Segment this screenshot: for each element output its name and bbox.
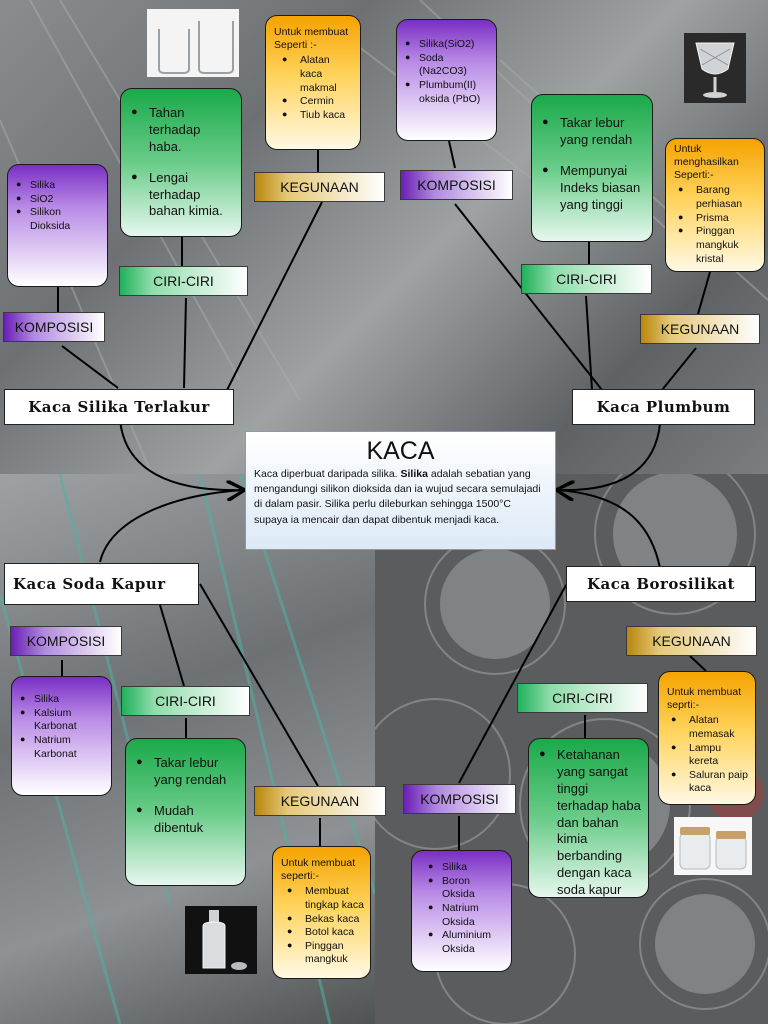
list-item: Cermin [282,95,354,109]
list-item: Tiub kaca [282,109,354,123]
box-kegunaan-borosilikat: Untuk membuat seprti:- Alatan memasak La… [658,671,756,805]
box-ciri-borosilikat: Ketahanan yang sangat tinggi terhadap ha… [528,738,649,898]
list-item: Plumbum(II) oksida (PbO) [405,79,490,106]
label-komposisi-plumbum: KOMPOSISI [400,170,513,200]
list-item: Silika [20,693,105,707]
kegunaan-intro: Untuk membuat seprti:- [667,686,742,712]
center-kaca-box: KACA Kaca diperbuat daripada silika. Sil… [245,431,556,550]
list-item: SiO2 [16,193,101,207]
list-item: Silika [16,179,101,193]
title-kaca-silika-terlakur: Kaca Silika Terlakur [4,389,234,425]
list-item: Pinggan mangkuk [287,940,364,967]
list-item: Alatan kaca makmal [282,54,354,95]
list-item: Takar lebur yang rendah [136,755,239,789]
label-komposisi-borosilikat: KOMPOSISI [403,784,516,814]
list-item: Alatan memasak [671,714,749,741]
box-ciri-plumbum: Takar lebur yang rendah Mempunyai Indeks… [531,94,653,242]
box-kegunaan-plumbum: Untuk menghasilkan Seperti:- Barang perh… [665,138,765,272]
label-ciri-plumbum: CIRI-CIRI [521,264,652,294]
list-item: Mudah dibentuk [136,803,239,837]
list-item: Tahan terhadap haba. [131,105,235,156]
list-item: Silika [428,861,505,875]
box-komposisi-borosilikat: Silika Boron Oksida Natrium Oksida Alumi… [411,850,512,972]
box-ciri-silika-terlakur: Tahan terhadap haba. Lengai terhadap bah… [120,88,242,237]
title-kaca-soda-kapur: Kaca Soda Kapur [4,563,199,605]
list-item: Bekas kaca [287,913,364,927]
list-item: Mempunyai Indeks biasan yang tinggi [542,163,646,214]
list-item: Botol kaca [287,926,364,940]
list-item: Lampu kereta [671,742,749,769]
label-kegunaan-silika-terlakur: KEGUNAAN [254,172,385,202]
list-item: Barang perhiasan [678,184,758,211]
crystal-goblet-photo [684,33,746,103]
list-item: Natrium Karbonat [20,734,105,761]
beaker-photo [147,9,239,77]
list-item: Lengai terhadap bahan kimia. [131,170,235,221]
box-kegunaan-silika-terlakur: Untuk membuat Seperti :- Alatan kaca mak… [265,15,361,150]
list-item: Kalsium Karbonat [20,707,105,734]
list-item: Natrium Oksida [428,902,505,929]
list-item: Prisma [678,212,758,226]
label-kegunaan-soda-kapur: KEGUNAAN [254,786,386,816]
list-item: Ketahanan yang sangat tinggi terhadap ha… [539,747,642,897]
list-item: Aluminium Oksida [428,929,505,956]
label-ciri-silika-terlakur: CIRI-CIRI [119,266,248,296]
list-item: Silika(SiO2) [405,38,490,52]
kegunaan-intro: Untuk membuat seperti:- [281,857,356,883]
center-title: KACA [366,437,435,465]
label-komposisi-soda-kapur: KOMPOSISI [10,626,122,656]
box-komposisi-soda-kapur: Silika Kalsium Karbonat Natrium Karbonat [11,676,112,796]
glass-bottle-photo [185,906,257,974]
list-item: Boron Oksida [428,875,505,902]
title-kaca-plumbum: Kaca Plumbum [572,389,755,425]
list-item: Membuat tingkap kaca [287,885,364,912]
label-ciri-soda-kapur: CIRI-CIRI [121,686,250,716]
list-item: Takar lebur yang rendah [542,115,646,149]
box-komposisi-silika-terlakur: Silika SiO2 Silikon Dioksida [7,164,108,287]
list-item: Silikon Dioksida [16,206,101,233]
label-kegunaan-plumbum: KEGUNAAN [640,314,760,344]
box-kegunaan-soda-kapur: Untuk membuat seperti:- Membuat tingkap … [272,846,371,979]
label-ciri-borosilikat: CIRI-CIRI [517,683,648,713]
list-item: Saluran paip kaca [671,769,749,796]
box-komposisi-plumbum: Silika(SiO2) Soda (Na2CO3) Plumbum(II) o… [396,19,497,141]
kegunaan-intro: Untuk menghasilkan Seperti:- [674,143,739,182]
title-kaca-borosilikat: Kaca Borosilikat [566,566,756,602]
center-description: Kaca diperbuat daripada silika. Silika a… [254,468,541,526]
kegunaan-intro: Untuk membuat Seperti :- [274,26,349,52]
glass-jars-photo [674,817,752,875]
list-item: Soda (Na2CO3) [405,52,490,79]
box-ciri-soda-kapur: Takar lebur yang rendah Mudah dibentuk [125,738,246,886]
label-komposisi-silika-terlakur: KOMPOSISI [3,312,105,342]
list-item: Pinggan mangkuk kristal [678,225,758,266]
label-kegunaan-borosilikat: KEGUNAAN [626,626,757,656]
